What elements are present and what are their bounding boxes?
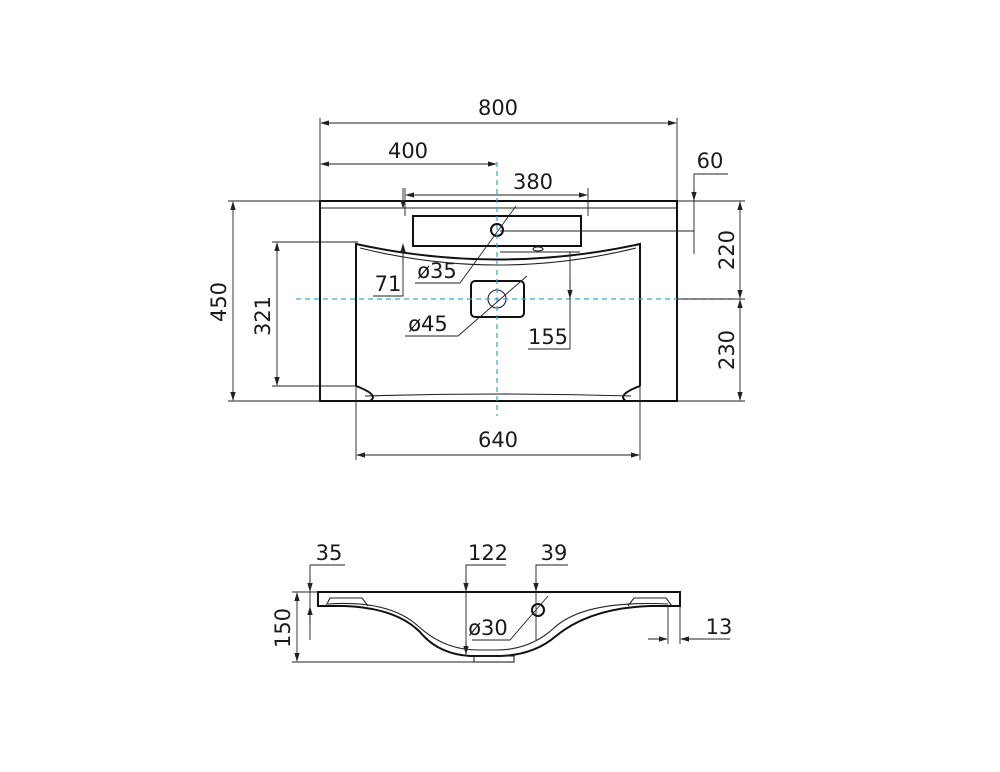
dim-side-13-label: 13 xyxy=(706,615,733,639)
dim-overflow-hole-label: ø30 xyxy=(468,616,508,640)
dim-side-122-leader xyxy=(465,564,506,656)
bowl-rim-inner xyxy=(359,247,637,266)
dim-400-label: 400 xyxy=(388,139,428,163)
bowl-outline xyxy=(355,242,641,386)
drain-stub xyxy=(473,655,515,663)
dim-220-label: 220 xyxy=(715,230,739,270)
dim-drain-hole-label: ø45 xyxy=(408,312,448,336)
dim-230-label: 230 xyxy=(715,330,739,370)
dim-450-label: 450 xyxy=(207,282,231,322)
dim-45-leader xyxy=(405,275,528,337)
right-rim-ledge xyxy=(627,597,673,607)
overflow-hole-circle xyxy=(531,603,545,617)
dim-tap-hole-label: ø35 xyxy=(417,259,457,283)
dim-60-label: 60 xyxy=(697,149,724,173)
front-lip-curve xyxy=(364,393,632,397)
dim-side-30-leader xyxy=(472,595,549,641)
front-lip xyxy=(355,385,641,402)
overflow-hole xyxy=(532,246,544,252)
dim-side-35-label: 35 xyxy=(316,541,343,565)
dim-60-leader xyxy=(693,173,728,254)
dim-side-39-label: 39 xyxy=(541,541,568,565)
dim-800-label: 800 xyxy=(478,96,518,120)
dim-side-150-label: 150 xyxy=(271,608,295,648)
countertop-outline xyxy=(319,200,678,402)
dim-side-39-leader xyxy=(535,564,568,640)
side-view: 35 122 39 ø30 150 13 xyxy=(271,541,733,663)
dim-321-label: 321 xyxy=(251,296,275,336)
top-view: 800 400 380 60 450 321 220 230 xyxy=(207,96,745,460)
left-rim-ledge xyxy=(325,597,369,607)
dim-380-label: 380 xyxy=(513,170,553,194)
dim-35-leader xyxy=(415,205,517,284)
dim-side-122-label: 122 xyxy=(468,541,508,565)
side-inner-curve xyxy=(327,602,669,651)
dim-71-label: 71 xyxy=(375,272,402,296)
dim-640-label: 640 xyxy=(478,428,518,452)
dim-155-label: 155 xyxy=(528,325,568,349)
